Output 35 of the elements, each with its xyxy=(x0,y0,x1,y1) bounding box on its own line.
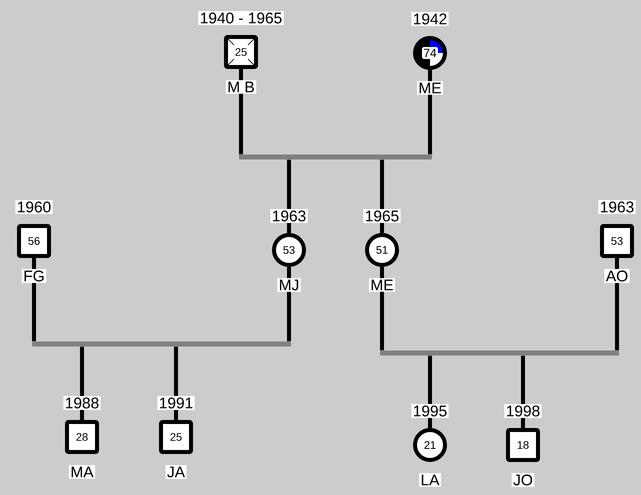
name-label: FG xyxy=(22,269,46,283)
person-square: 28 xyxy=(65,420,99,454)
person-square: 25 xyxy=(224,35,258,69)
family-bar xyxy=(380,350,619,356)
name-label: JA xyxy=(166,465,187,479)
name-label: ME xyxy=(416,81,444,95)
family-bar xyxy=(32,342,291,346)
person-square: 18 xyxy=(506,428,540,462)
connector-line xyxy=(32,258,36,342)
year-label: 1963 xyxy=(270,209,308,223)
person-square: 25 xyxy=(159,420,193,454)
connector-line xyxy=(428,70,432,154)
year-label: 1960 xyxy=(15,200,53,214)
year-label: 1988 xyxy=(63,396,101,410)
year-label: 1942 xyxy=(411,12,449,26)
name-label: M B xyxy=(226,80,256,94)
year-label: 1991 xyxy=(157,396,195,410)
year-label: 1998 xyxy=(504,404,542,418)
family-bar xyxy=(239,154,432,160)
name-label: JO xyxy=(512,473,534,487)
name-label: LA xyxy=(419,473,441,487)
year-label: 1965 xyxy=(363,209,401,223)
name-label: ME xyxy=(368,278,396,292)
connector-line xyxy=(380,267,384,350)
connector-line xyxy=(239,69,243,154)
year-label: 1940 - 1965 xyxy=(198,11,284,25)
person-square: 56 xyxy=(17,224,51,258)
name-label: MA xyxy=(68,465,96,479)
name-label: AO xyxy=(604,269,630,283)
year-label: 1995 xyxy=(411,404,449,418)
year-label: 1963 xyxy=(598,200,636,214)
name-label: MJ xyxy=(277,278,301,292)
person-square: 53 xyxy=(600,224,634,258)
connector-line xyxy=(287,267,291,342)
connector-line xyxy=(615,258,619,350)
